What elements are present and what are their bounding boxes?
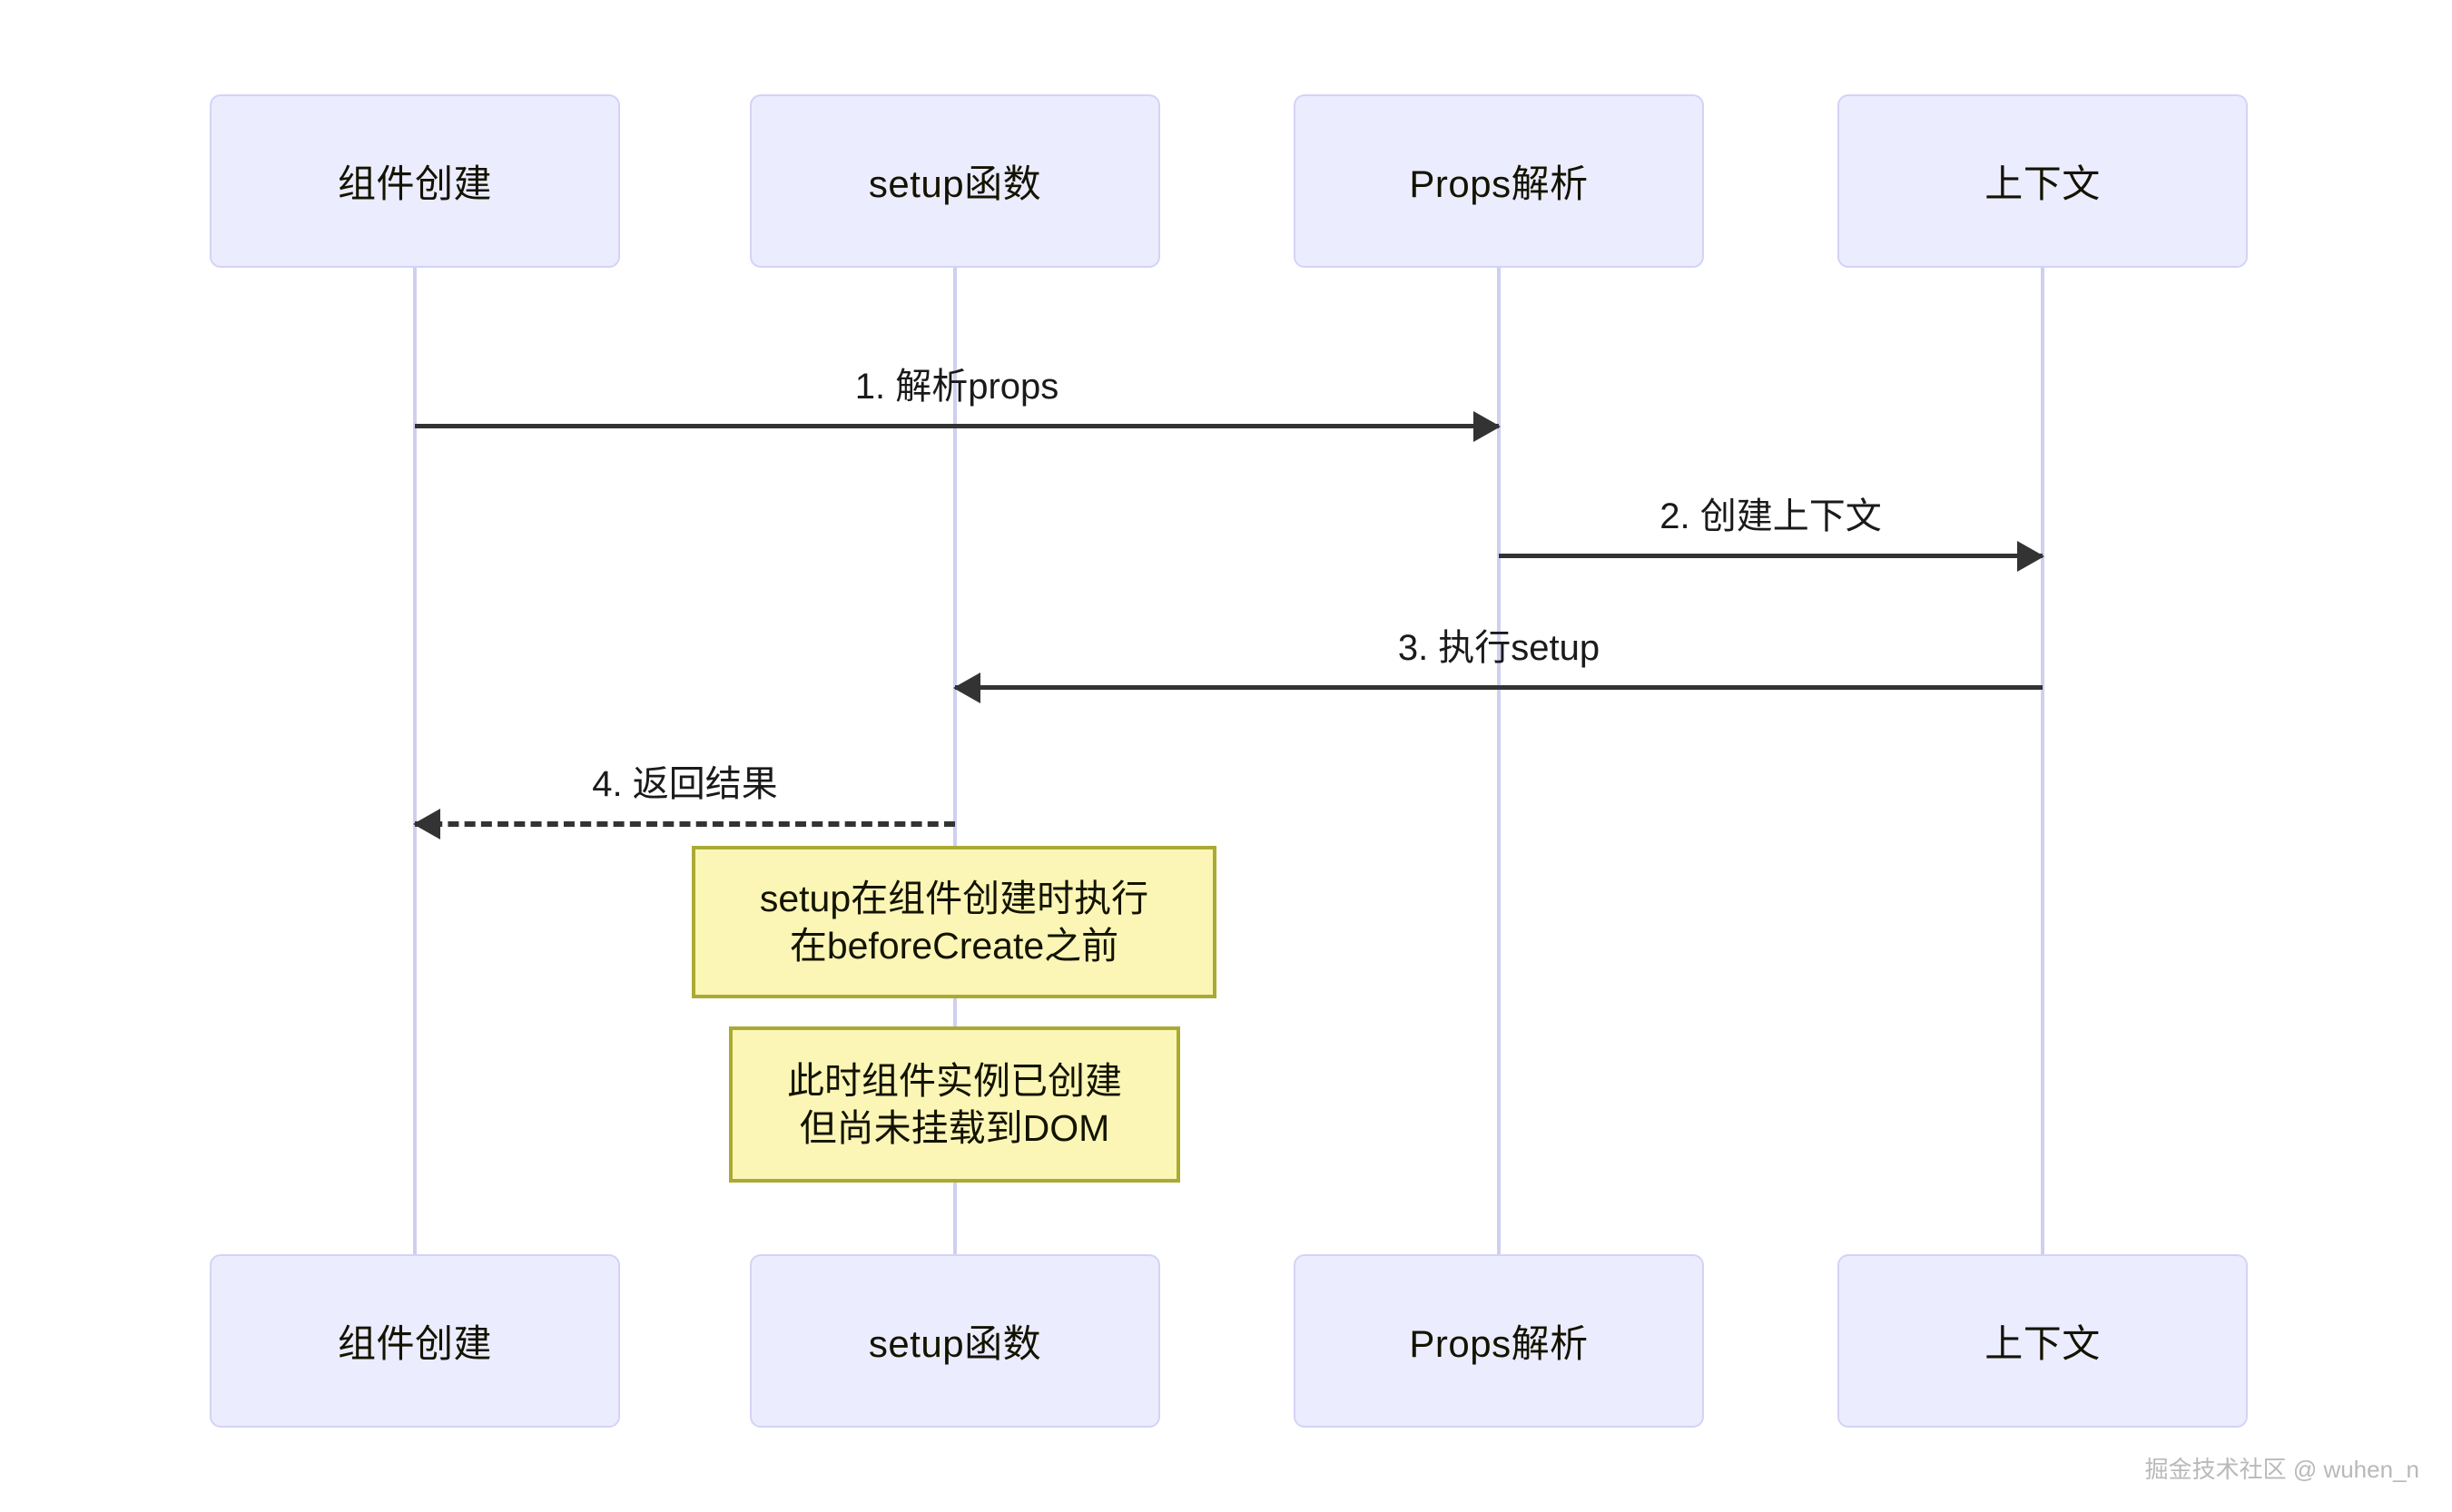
message-label: 3. 执行setup: [1397, 628, 1600, 668]
lifeline-props-parse: [1497, 268, 1501, 1254]
actor-label: 上下文: [1984, 1322, 2101, 1365]
message-line: [1499, 554, 2043, 558]
message-line-dashed: [415, 821, 955, 827]
actor-box-bottom-context[interactable]: 上下文: [1837, 1254, 2248, 1428]
actor-box-bottom-setup-function[interactable]: setup函数: [750, 1254, 1160, 1428]
watermark: 掘金技术社区 @ wuhen_n: [2144, 1456, 2419, 1483]
actor-label: setup函数: [868, 1322, 1042, 1365]
message-label: 1. 解析props: [854, 367, 1059, 407]
lifeline-context: [2041, 268, 2044, 1254]
actor-label: 组件创建: [337, 1322, 492, 1365]
message-line: [415, 424, 1499, 428]
arrowhead-left-icon: [953, 673, 980, 703]
actor-label: 组件创建: [337, 162, 492, 205]
note-line: setup在组件创建时执行: [759, 877, 1149, 919]
note-instance-state[interactable]: 此时组件实例已创建 但尚未挂载到DOM: [729, 1026, 1180, 1183]
actor-label: Props解析: [1409, 1322, 1589, 1365]
actor-box-top-setup-function[interactable]: setup函数: [750, 94, 1160, 268]
actor-label: 上下文: [1984, 162, 2101, 205]
actor-box-bottom-component-create[interactable]: 组件创建: [210, 1254, 620, 1428]
actor-label: setup函数: [868, 162, 1042, 205]
note-line: 此时组件实例已创建: [787, 1059, 1122, 1102]
note-line: 但尚未挂载到DOM: [799, 1107, 1110, 1149]
actor-label: Props解析: [1409, 162, 1589, 205]
message-line: [955, 685, 2043, 690]
message-label: 2. 创建上下文: [1659, 496, 1882, 536]
actor-box-top-component-create[interactable]: 组件创建: [210, 94, 620, 268]
note-line: 在beforeCreate之前: [789, 925, 1119, 967]
actor-box-bottom-props-parse[interactable]: Props解析: [1294, 1254, 1704, 1428]
note-setup-timing[interactable]: setup在组件创建时执行 在beforeCreate之前: [692, 846, 1216, 998]
lifeline-setup-function: [953, 268, 957, 1254]
actor-box-top-context[interactable]: 上下文: [1837, 94, 2248, 268]
arrowhead-right-icon: [2017, 541, 2044, 572]
message-label: 4. 返回结果: [592, 764, 778, 804]
arrowhead-left-icon: [413, 809, 440, 839]
arrowhead-right-icon: [1473, 411, 1501, 442]
actor-box-top-props-parse[interactable]: Props解析: [1294, 94, 1704, 268]
lifeline-component-create: [413, 268, 417, 1254]
